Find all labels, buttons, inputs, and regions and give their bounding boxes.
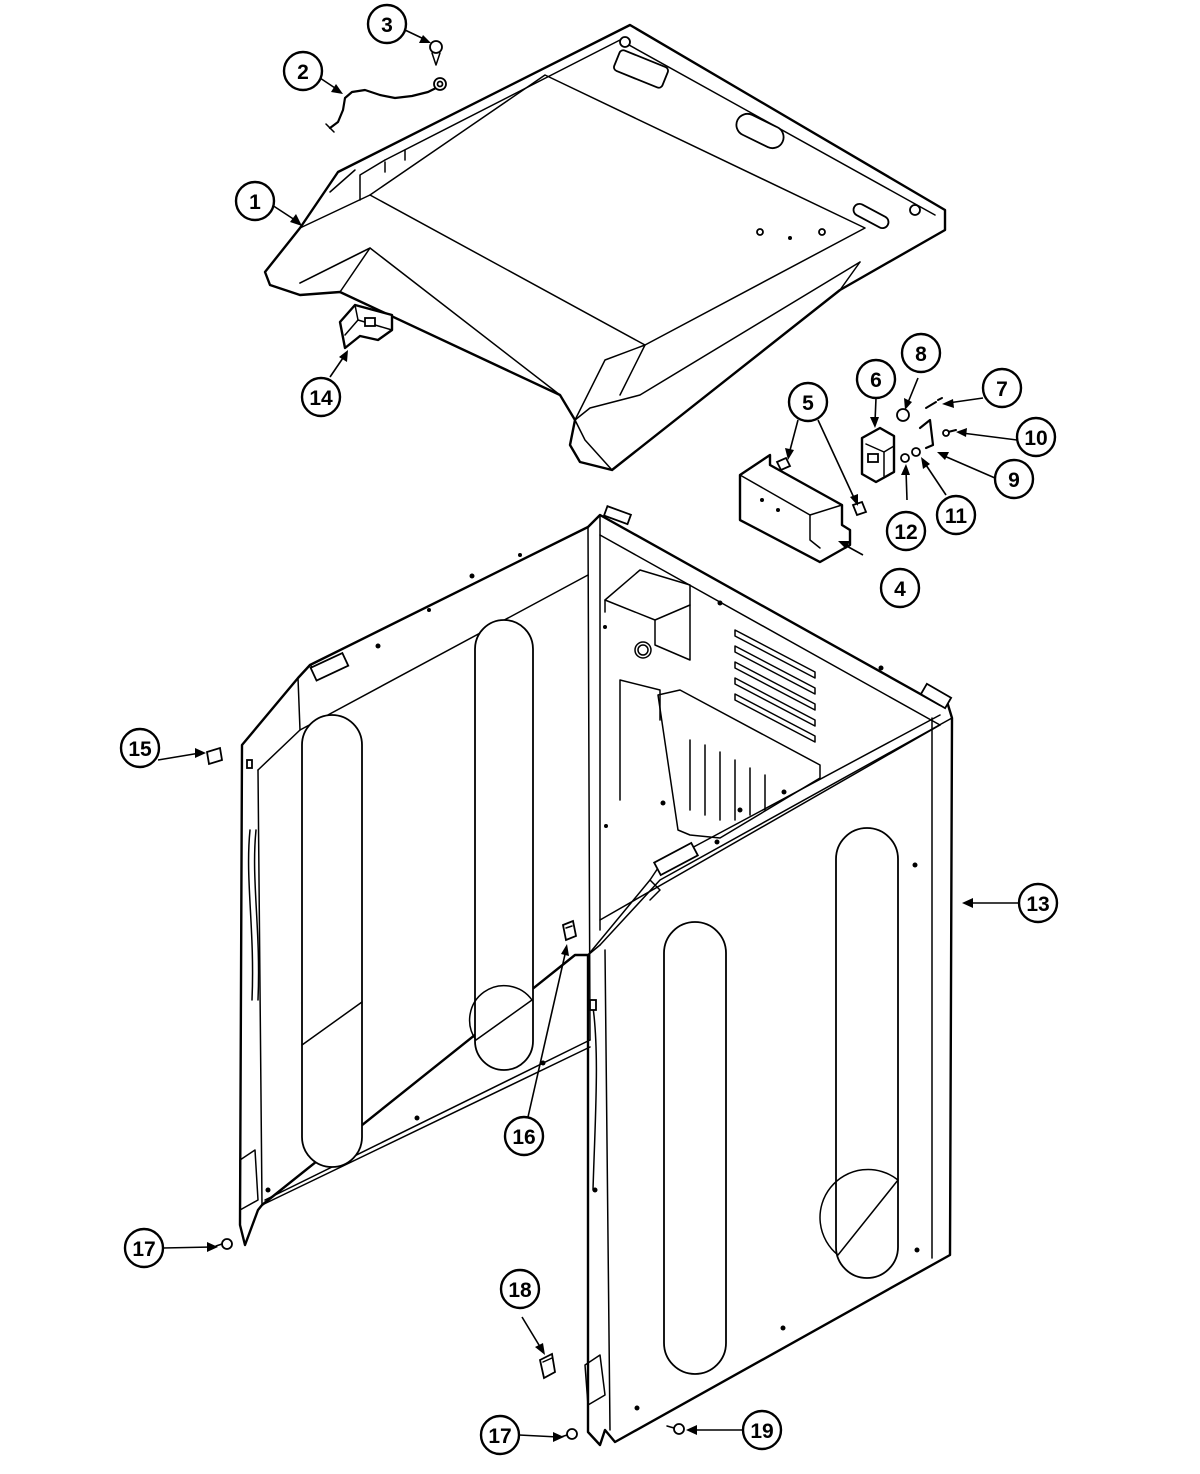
cabinet [238,505,954,1447]
washer-8 [896,408,910,422]
callout-1[interactable]: 1 [234,180,276,222]
clip-18 [538,1352,556,1380]
callouts: 1 2 3 4 5 6 7 8 [119,3,1059,1456]
callout-17-bottom[interactable]: 17 [479,1414,521,1456]
catch-16 [561,919,578,942]
screw-19 [666,1423,685,1435]
svg-text:17: 17 [488,1425,511,1448]
callout-4[interactable]: 4 [879,567,921,609]
washer-12 [900,453,910,463]
svg-text:16: 16 [512,1126,535,1149]
callout-3[interactable]: 3 [366,3,408,45]
svg-text:7: 7 [996,378,1008,401]
callout-2[interactable]: 2 [282,50,324,92]
nut-11 [911,447,921,457]
svg-text:5: 5 [802,392,814,415]
screw-17-left [215,1238,233,1250]
screw-7 [925,397,943,409]
callout-9[interactable]: 9 [993,458,1035,500]
callout-13[interactable]: 13 [1017,882,1059,924]
svg-text:8: 8 [915,343,927,366]
svg-text:18: 18 [508,1279,532,1302]
callout-8[interactable]: 8 [900,332,942,374]
screw-3 [429,40,443,66]
callout-12[interactable]: 12 [885,510,927,552]
screw-10 [942,429,957,437]
svg-text:13: 13 [1026,893,1049,916]
callout-5[interactable]: 5 [787,381,829,423]
svg-text:9: 9 [1008,469,1020,492]
bracket [738,453,852,564]
lever-9 [918,418,935,450]
svg-text:11: 11 [945,505,968,528]
callout-19[interactable]: 19 [741,1409,783,1451]
wire-harness [325,77,447,133]
callout-11[interactable]: 11 [935,494,977,536]
svg-text:3: 3 [381,14,393,37]
door-switch [860,426,896,484]
callout-6[interactable]: 6 [855,358,897,400]
screw-17-bottom [560,1428,578,1440]
svg-text:19: 19 [750,1420,773,1443]
leader-lines [157,29,1018,1442]
top-panel [263,23,947,472]
svg-text:14: 14 [309,387,333,410]
clip-15 [205,746,224,766]
svg-text:12: 12 [894,521,917,544]
svg-text:10: 10 [1024,427,1047,450]
svg-text:4: 4 [894,578,906,601]
callout-15[interactable]: 15 [119,727,161,769]
callout-7[interactable]: 7 [981,367,1023,409]
svg-text:17: 17 [132,1238,155,1261]
hinge-clip [338,303,394,350]
svg-text:15: 15 [128,738,152,761]
svg-text:2: 2 [297,61,309,84]
svg-text:1: 1 [249,191,261,214]
svg-text:6: 6 [870,369,882,392]
screws-5 [775,456,868,517]
callout-17-left[interactable]: 17 [123,1227,165,1269]
callout-18[interactable]: 18 [499,1268,541,1310]
callout-16[interactable]: 16 [503,1115,545,1157]
callout-14[interactable]: 14 [300,376,342,418]
callout-10[interactable]: 10 [1015,416,1057,458]
